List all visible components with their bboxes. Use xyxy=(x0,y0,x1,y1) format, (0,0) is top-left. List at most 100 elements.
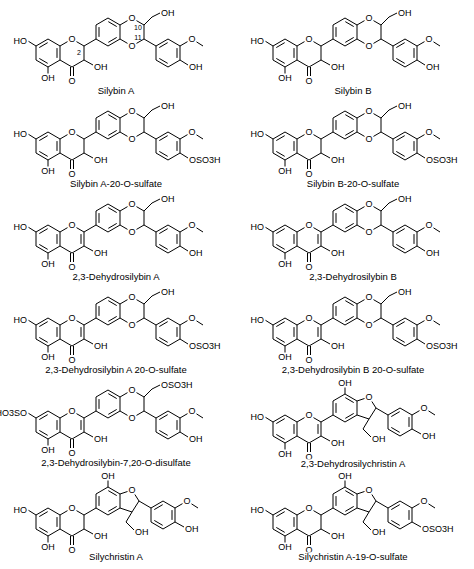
bond xyxy=(417,60,425,65)
atom-label: O xyxy=(127,486,136,495)
bond xyxy=(285,318,297,325)
bond xyxy=(321,436,330,441)
atom-label: OH xyxy=(330,342,346,351)
bond xyxy=(345,413,353,418)
atom-label: OH xyxy=(160,195,176,204)
bond xyxy=(297,232,298,246)
bond xyxy=(336,120,337,130)
atom-label: O xyxy=(67,407,76,416)
bond xyxy=(156,46,157,60)
bond xyxy=(333,18,345,25)
bond xyxy=(381,39,393,46)
bond xyxy=(345,301,353,306)
bond xyxy=(357,494,358,508)
atom-label: O xyxy=(364,321,373,330)
bond xyxy=(96,487,108,494)
compound-name: 2,3-Dehydrosilybin A 20-O-sulfate xyxy=(43,365,189,375)
bond xyxy=(99,306,100,316)
bond xyxy=(294,517,295,527)
bond xyxy=(144,411,156,418)
bond xyxy=(294,327,295,337)
atom-label: O xyxy=(364,486,373,495)
bond xyxy=(336,496,337,506)
bond xyxy=(345,480,346,487)
bond xyxy=(345,111,357,118)
bond xyxy=(307,346,308,355)
bond xyxy=(70,536,71,545)
bond xyxy=(336,306,337,316)
atom-label: O xyxy=(127,386,136,395)
bond xyxy=(48,339,60,346)
bond xyxy=(60,153,72,160)
bond xyxy=(84,432,93,437)
atom-label: O xyxy=(304,411,313,420)
bond xyxy=(152,385,160,389)
bond xyxy=(39,322,47,327)
bond xyxy=(276,337,284,342)
bond xyxy=(84,225,96,232)
bond xyxy=(345,387,346,394)
bond xyxy=(99,399,100,409)
bond xyxy=(180,60,188,65)
bond xyxy=(108,204,120,211)
bond xyxy=(84,508,96,515)
bond xyxy=(310,443,311,452)
atom-label: O xyxy=(67,356,76,365)
bond xyxy=(273,153,285,160)
bond xyxy=(345,208,353,213)
bond xyxy=(321,132,333,139)
atom-number: 10 xyxy=(133,24,143,31)
compound-name: Silychristin A-19-O-sulfate xyxy=(296,552,409,562)
atom-label: OH xyxy=(93,532,109,541)
bond xyxy=(276,244,284,249)
bond xyxy=(321,46,322,60)
bond xyxy=(39,136,47,141)
bond xyxy=(318,327,319,337)
bond xyxy=(168,432,180,439)
atom-label: OH xyxy=(330,439,346,448)
atom-label: OH xyxy=(40,167,56,176)
bond xyxy=(48,508,60,515)
bond xyxy=(405,246,417,253)
compound-name: 2,3-Dehydrosilychristin A xyxy=(299,459,408,469)
bond xyxy=(273,139,274,153)
atom-label: O xyxy=(187,314,196,323)
bond xyxy=(294,48,295,58)
bond xyxy=(84,39,96,46)
bond xyxy=(156,139,157,153)
bond xyxy=(396,229,404,234)
atom-label: O xyxy=(424,221,433,230)
bond xyxy=(108,316,116,321)
bond xyxy=(333,225,345,232)
bond xyxy=(357,211,358,225)
bond xyxy=(108,480,109,487)
bond xyxy=(57,141,58,151)
bond xyxy=(393,246,405,253)
bond xyxy=(144,203,152,211)
atom-label: O xyxy=(67,314,76,323)
atom-label: O xyxy=(364,293,373,302)
bond xyxy=(96,304,97,318)
bond xyxy=(108,39,120,46)
bond xyxy=(180,232,181,246)
atom-label: O xyxy=(364,42,373,51)
bond xyxy=(345,22,353,27)
bond xyxy=(294,424,295,434)
bond xyxy=(96,25,97,39)
bond xyxy=(333,25,334,39)
bond xyxy=(96,39,108,46)
bond xyxy=(273,515,274,529)
atom-label: HO3SO xyxy=(0,409,28,418)
atom-label: O xyxy=(304,170,313,179)
bond xyxy=(388,429,400,436)
bond xyxy=(96,411,108,418)
bond xyxy=(108,411,120,418)
atom-label: OH xyxy=(40,446,56,455)
bond xyxy=(60,232,61,246)
bond xyxy=(405,153,417,160)
bond xyxy=(345,506,353,511)
bond xyxy=(28,134,36,139)
atom-label: O xyxy=(364,228,373,237)
bond xyxy=(48,39,60,46)
atom-label: O xyxy=(67,77,76,86)
